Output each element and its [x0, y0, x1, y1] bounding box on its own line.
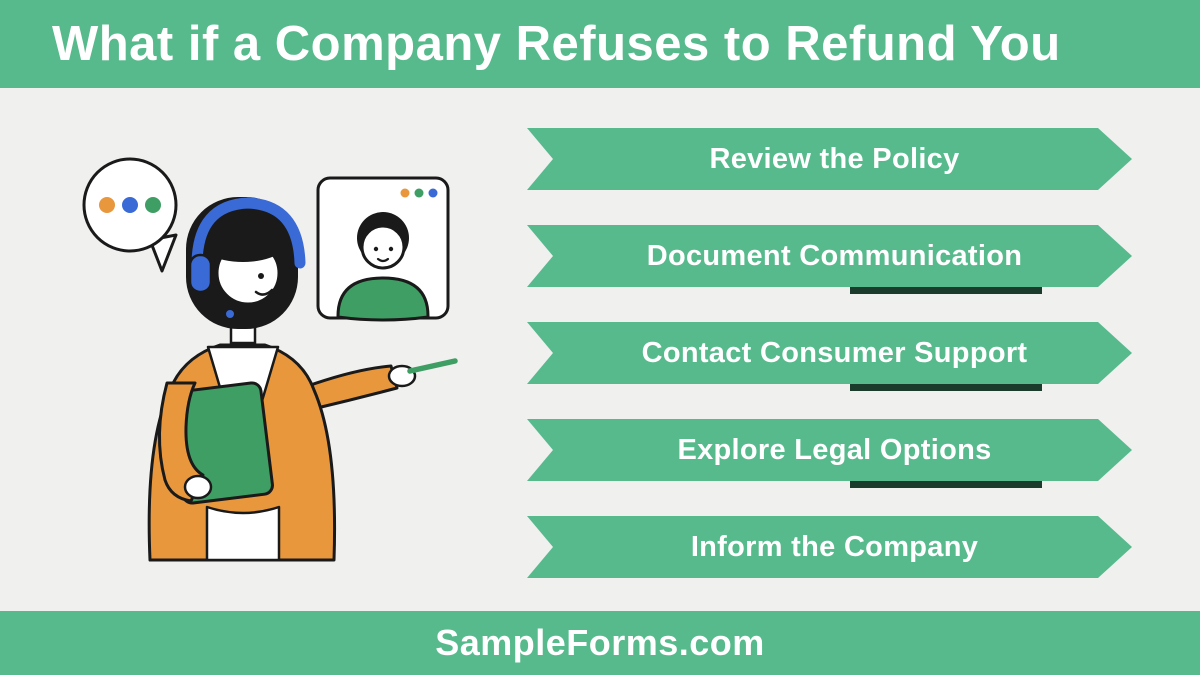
page-title: What if a Company Refuses to Refund You [52, 17, 1061, 71]
speech-bubble-icon [82, 157, 178, 273]
pointing-arm [303, 364, 399, 411]
step-ribbon-3: Contact Consumer Support [527, 322, 1132, 392]
step-ribbon-5: Inform the Company [527, 516, 1132, 586]
ribbon-fold [850, 481, 1042, 488]
window-dot-blue [428, 188, 438, 198]
chat-dot-orange [99, 197, 115, 213]
step-ribbon-shape: Explore Legal Options [527, 419, 1132, 481]
brand-wordmark: SampleForms.com [435, 622, 765, 663]
step-label: Contact Consumer Support [641, 336, 1028, 369]
support-illustration-svg [82, 157, 458, 562]
step-label: Explore Legal Options [677, 433, 992, 466]
window-dot-orange [400, 188, 410, 198]
video-call-window [316, 176, 450, 322]
step-label: Document Communication [646, 239, 1023, 272]
agent-head [186, 197, 306, 329]
chat-dot-green [145, 197, 161, 213]
holding-arm [158, 381, 205, 503]
caller-avatar [336, 212, 430, 322]
headset-icon [188, 197, 306, 320]
title-banner: What if a Company Refuses to Refund You [0, 0, 1200, 88]
pointer-pen [407, 358, 458, 374]
headset-mic-boom [199, 291, 227, 316]
step-ribbon-shape: Inform the Company [527, 516, 1132, 578]
chat-dot-blue [122, 197, 138, 213]
step-ribbon-shape: Contact Consumer Support [527, 322, 1132, 384]
step-ribbon-1: Review the Policy [527, 128, 1132, 198]
ribbon-fold [850, 384, 1042, 391]
step-ribbon-2: Document Communication [527, 225, 1132, 295]
step-ribbon-4: Explore Legal Options [527, 419, 1132, 489]
skirt [205, 505, 281, 562]
pointer-hand [387, 358, 458, 388]
step-label: Review the Policy [709, 142, 960, 175]
footer-banner: SampleForms.com [0, 611, 1200, 675]
step-label: Inform the Company [690, 530, 979, 563]
step-ribbon-shape: Review the Policy [527, 128, 1132, 190]
headset-mic-tip [224, 308, 236, 320]
step-ribbon-shape: Document Communication [527, 225, 1132, 287]
holding-hand [183, 474, 213, 500]
support-agent [147, 197, 458, 562]
support-illustration [55, 135, 485, 615]
window-dot-green [414, 188, 424, 198]
ribbon-fold [850, 287, 1042, 294]
